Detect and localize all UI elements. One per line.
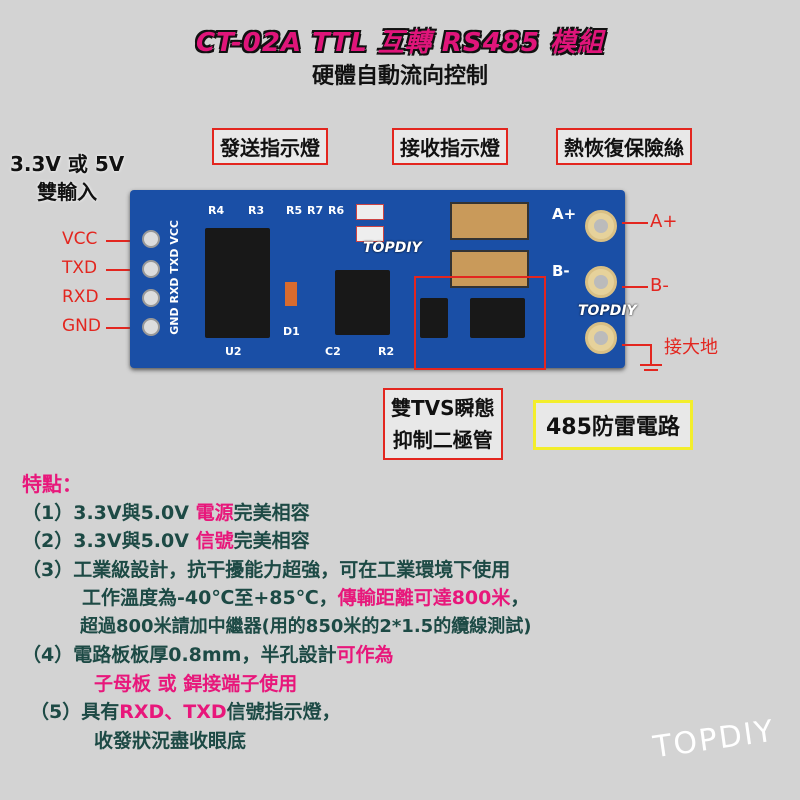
silk-r7: R7: [307, 204, 324, 217]
features-list: 特點： （1）3.3V與5.0V 電源完美相容 （2）3.3V與5.0V 信號完…: [22, 470, 531, 755]
feature-3: （3）工業級設計，抗干擾能力超強，可在工業環境下使用: [22, 558, 511, 581]
pin-hole: [142, 289, 160, 307]
silk-r2: R2: [378, 345, 395, 358]
chip-u2: [205, 228, 270, 338]
ground-line: [622, 344, 650, 346]
tvs-line1: 雙TVS瞬態: [391, 396, 495, 420]
chip-transceiver: [335, 270, 390, 335]
pin-vcc-label: VCC: [62, 229, 98, 249]
watermark: TOPDIY: [650, 713, 777, 766]
callout-fuse: 熱恢復保險絲: [556, 128, 692, 165]
pin-hole: [142, 230, 160, 248]
watermark-small: TOPDIY: [363, 240, 422, 256]
f3-text: ，: [510, 587, 530, 609]
subtitle: 硬體自動流向控制: [311, 64, 488, 89]
tvs-diode-1: [420, 298, 448, 338]
pointer-line: [106, 240, 134, 242]
page-title: CT-02A TTL 互轉 RS485 模組: [196, 28, 604, 58]
callout-rx-led: 接收指示燈: [392, 128, 508, 165]
terminal-b: [585, 266, 617, 298]
input-line1: 3.3V 或 5V: [10, 152, 125, 176]
tvs-highlight: [414, 276, 546, 370]
diode-d1: [285, 282, 297, 306]
silk-aplus: A+: [552, 205, 577, 223]
f5-text: （5）具有: [30, 701, 120, 723]
feature-5: （5）具有RXD、TXD信號指示燈，: [22, 698, 531, 727]
feature-5-line2: 收發狀況盡收眼底: [94, 729, 247, 752]
pointer-line: [622, 286, 648, 288]
silk-r6: R6: [328, 204, 345, 217]
pin-gnd-label: GND: [62, 316, 101, 336]
ground-symbol-icon: [650, 344, 652, 364]
input-voltage-label: 3.3V 或 5V 雙輸入: [10, 150, 124, 206]
f3-highlight: 傳輸距離可達800米: [337, 587, 511, 609]
watermark-small: TOPDIY: [578, 303, 637, 319]
pin-hole: [142, 260, 160, 278]
silk-d1: D1: [283, 325, 300, 338]
callout-tx-led: 發送指示燈: [212, 128, 328, 165]
terminal-ground: [585, 322, 617, 354]
fuse-1: [450, 202, 529, 240]
f4-highlight: 可作為: [336, 644, 394, 666]
output-a-label: A+: [650, 211, 678, 232]
pin-rxd-label: RXD: [62, 287, 99, 307]
rx-led: [356, 226, 384, 242]
terminal-a: [585, 210, 617, 242]
feature-4-line2: 子母板 或 銲接端子使用: [94, 672, 298, 695]
tvs-diode-2: [470, 298, 525, 338]
silk-c2: C2: [325, 345, 341, 358]
f3-text: 工作溫度為-40℃至+85℃，: [82, 587, 338, 609]
feature-3-line2: 工作溫度為-40℃至+85℃，傳輸距離可達800米，: [22, 584, 531, 613]
f2-text: （2）3.3V與5.0V: [22, 530, 196, 552]
silk-r5: R5: [286, 204, 303, 217]
feature-1: （1）3.3V與5.0V 電源完美相容: [22, 499, 531, 528]
f1-text: （1）3.3V與5.0V: [22, 501, 196, 524]
f1-highlight: 電源: [195, 501, 234, 524]
fuse-2: [450, 250, 529, 288]
callout-tvs: 雙TVS瞬態抑制二極管: [383, 388, 503, 460]
f2-text: 完美相容: [233, 530, 310, 552]
silk-r3: R3: [248, 204, 265, 217]
f1-text: 完美相容: [233, 501, 310, 524]
features-heading: 特點：: [22, 472, 82, 496]
f4-text: （4）電路板板厚0.8mm，半孔設計: [22, 644, 337, 666]
tx-led: [356, 204, 384, 220]
pointer-line: [106, 269, 134, 271]
silk-pins: GND RXD TXD VCC: [168, 220, 181, 335]
silk-r4: R4: [208, 204, 225, 217]
output-b-label: B-: [650, 275, 669, 296]
f5-text: 信號指示燈，: [226, 701, 341, 723]
pointer-line: [106, 298, 134, 300]
f2-highlight: 信號: [195, 530, 234, 552]
feature-3-line3: 超過800米請加中繼器(用的850米的2*1.5的纜線測試): [80, 615, 532, 637]
pointer-line: [622, 222, 648, 224]
pin-hole: [142, 318, 160, 336]
feature-2: （2）3.3V與5.0V 信號完美相容: [22, 527, 531, 556]
f5-highlight: RXD、TXD: [119, 701, 227, 723]
tvs-line2: 抑制二極管: [392, 428, 493, 452]
pointer-line: [106, 327, 134, 329]
ground-symbol-icon: [640, 364, 662, 366]
feature-4: （4）電路板板厚0.8mm，半孔設計可作為: [22, 641, 531, 670]
ground-symbol-icon: [644, 369, 658, 371]
input-line2: 雙輸入: [37, 180, 98, 204]
ground-label: 接大地: [664, 337, 718, 358]
callout-lightning: 485防雷電路: [533, 400, 693, 450]
pin-txd-label: TXD: [62, 258, 98, 278]
silk-u2: U2: [225, 345, 242, 358]
silk-bminus: B-: [552, 262, 570, 280]
pcb-board: GND RXD TXD VCC R4 R3 U2 D1 R5 R7 R6 C2 …: [130, 190, 637, 368]
